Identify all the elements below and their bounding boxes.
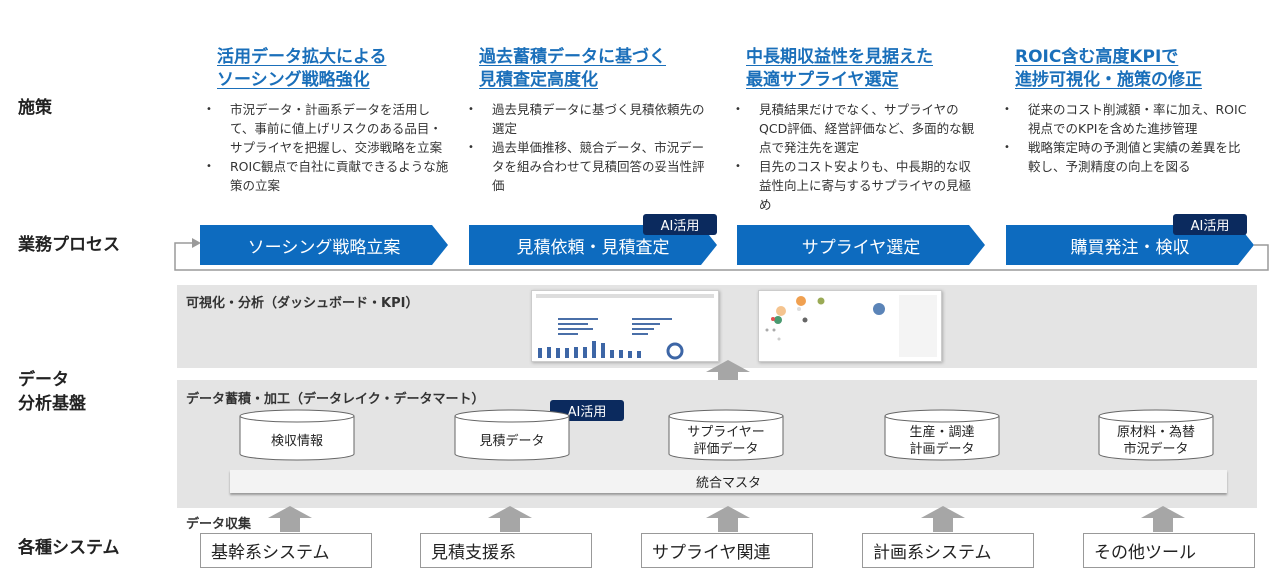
bubble-chart-icon <box>765 295 937 357</box>
ai-badge: AI活用 <box>1173 214 1247 235</box>
bullet: 過去単価推移、競合データ、市況データを組み合わせて見積回答の妥当性評価 <box>462 138 712 195</box>
row-label-platform-line1: データ <box>18 370 69 390</box>
integrated-master: 統合マスタ <box>230 470 1227 493</box>
up-arrow-icon <box>706 360 750 386</box>
database-market: 原材料・為替 市況データ <box>1098 408 1214 462</box>
scatter-thumbnail <box>758 290 942 362</box>
storage-label: データ蓄積・加工（データレイク・データマート） <box>186 392 485 407</box>
bullet: ROIC観点で自社に貢献できるような施策の立案 <box>200 157 450 195</box>
measure-title: 過去蓄積データに基づく見積査定高度化 <box>479 47 666 90</box>
visualization-label: 可視化・分析（ダッシュボード・KPI） <box>186 296 419 311</box>
row-label-process: 業務プロセス <box>18 235 120 255</box>
system-quotation-support: 見積支援系 <box>420 533 592 568</box>
bullet: 市況データ・計画系データを活用して、事前に値上げリスクのある品目・サプライヤを把… <box>200 100 450 157</box>
bullet: 目先のコスト安よりも、中長期的な収益性向上に寄与するサプライヤの見極め <box>729 157 979 214</box>
bullet: 従来のコスト削減額・率に加え、ROIC視点でのKPIを含めた進捗管理 <box>998 100 1248 138</box>
row-label-systems: 各種システム <box>18 538 120 558</box>
row-label-measures: 施策 <box>18 98 52 118</box>
system-planning: 計画系システム <box>862 533 1034 568</box>
row-label-platform-line2: 分析基盤 <box>18 394 86 414</box>
up-arrow-icon <box>921 506 965 532</box>
database-quotation: 見積データ <box>454 408 570 462</box>
measure-title: ROIC含む高度KPIで進捗可視化・施策の修正 <box>1015 47 1202 90</box>
measure-title: 中長期収益性を見据えた最適サプライヤ選定 <box>746 47 933 90</box>
ai-badge: AI活用 <box>643 214 717 235</box>
dashboard-chart-icon <box>536 294 714 360</box>
process-step-sourcing-strategy: ソーシング戦略立案 <box>200 225 448 265</box>
database-supplier-evaluation: サプライヤー 評価データ <box>668 408 784 462</box>
system-supplier: サプライヤ関連 <box>641 533 813 568</box>
bullet: 過去見積データに基づく見積依頼先の選定 <box>462 100 712 138</box>
up-arrow-icon <box>268 506 312 532</box>
database-inspection: 検収情報 <box>239 408 355 462</box>
up-arrow-icon <box>706 506 750 532</box>
bullet: 戦略策定時の予測値と実績の差異を比較し、予測精度の向上を図る <box>998 138 1248 176</box>
row-label-platform: データ分析基盤 <box>18 368 86 416</box>
collection-label: データ収集 <box>186 517 252 532</box>
system-core: 基幹系システム <box>200 533 372 568</box>
up-arrow-icon <box>488 506 532 532</box>
measure-title: 活用データ拡大によるソーシング戦略強化 <box>217 47 387 90</box>
dashboard-thumbnail <box>531 290 719 362</box>
bullet: 見積結果だけでなく、サプライヤのQCD評価、経営評価など、多面的な観点で発注先を… <box>729 100 979 157</box>
database-production-plan: 生産・調達 計画データ <box>884 408 1000 462</box>
system-other-tools: その他ツール <box>1083 533 1255 568</box>
process-step-supplier-selection: サプライヤ選定 <box>737 225 985 265</box>
up-arrow-icon <box>1141 506 1185 532</box>
